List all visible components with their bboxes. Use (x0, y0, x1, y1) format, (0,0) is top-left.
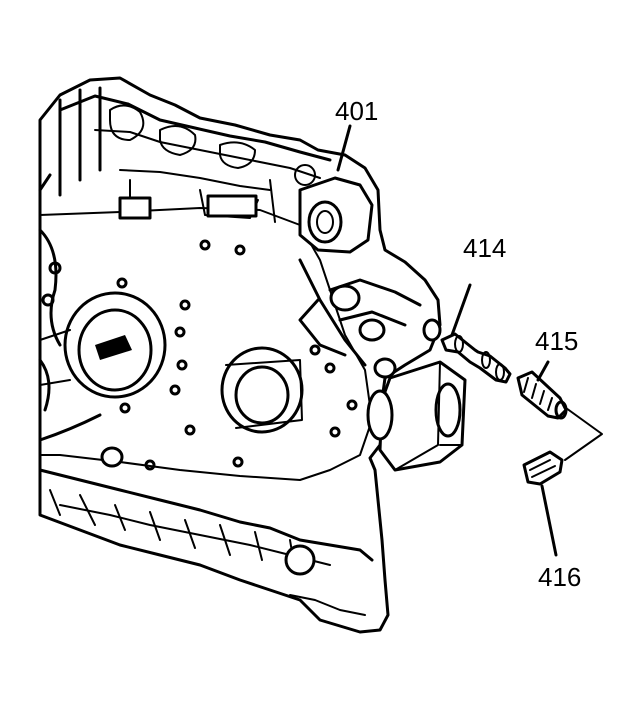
bottom-boss (100, 446, 124, 468)
left-edge-ribs (38, 173, 102, 442)
top-boss-middle (206, 194, 258, 218)
leader-416 (540, 484, 558, 557)
callout-416: 416 (538, 562, 581, 592)
callout-414: 414 (463, 233, 506, 263)
upper-right-bore (307, 200, 343, 244)
center-cylinder-ribs (225, 359, 303, 429)
left-cylinder-bore (77, 308, 153, 392)
valve-414-body (440, 332, 512, 384)
valve-414-land-1 (454, 335, 464, 353)
web-hole-3 (373, 357, 397, 379)
housing-casting-401 (38, 76, 467, 634)
top-rib-channel-2 (94, 129, 321, 191)
web-hole-1 (329, 284, 361, 312)
callout-401: 401 (335, 96, 378, 126)
clip-416-body (522, 450, 564, 486)
valve-414 (440, 283, 512, 384)
clip-416-assembly-line (564, 407, 603, 461)
sleeve-415-coils (523, 377, 553, 411)
web-hole-2 (358, 318, 386, 342)
clip-416 (522, 407, 603, 557)
side-bore (366, 389, 394, 441)
right-web (298, 258, 422, 367)
leader-414 (450, 283, 472, 337)
bottom-channel-outer (38, 468, 374, 562)
top-pocket-3 (219, 141, 256, 169)
sleeve-415 (516, 360, 568, 420)
valve-414-land-3 (495, 363, 505, 381)
top-pocket-2 (159, 125, 197, 156)
top-boss-left (118, 196, 152, 220)
sleeve-415-end (554, 400, 568, 420)
callout-415: 415 (535, 326, 578, 356)
bottom-right-hole (284, 544, 316, 576)
bottom-lip (289, 594, 366, 616)
top-rib-channel-1 (58, 86, 332, 197)
square-boss-bore (434, 382, 462, 438)
bore-port-414 (422, 318, 442, 342)
left-cylinder-shadow (95, 335, 132, 360)
leader-415 (536, 360, 550, 382)
top-pocket-1 (109, 104, 145, 141)
upper-right-boss (298, 176, 374, 254)
valve-414-land-2 (481, 351, 491, 369)
top-bolt-hole (294, 164, 316, 186)
upper-right-bore-inner (316, 210, 334, 234)
leader-401 (336, 124, 352, 172)
center-cylinder-bore (234, 365, 290, 425)
clip-416-ridges (529, 459, 556, 478)
